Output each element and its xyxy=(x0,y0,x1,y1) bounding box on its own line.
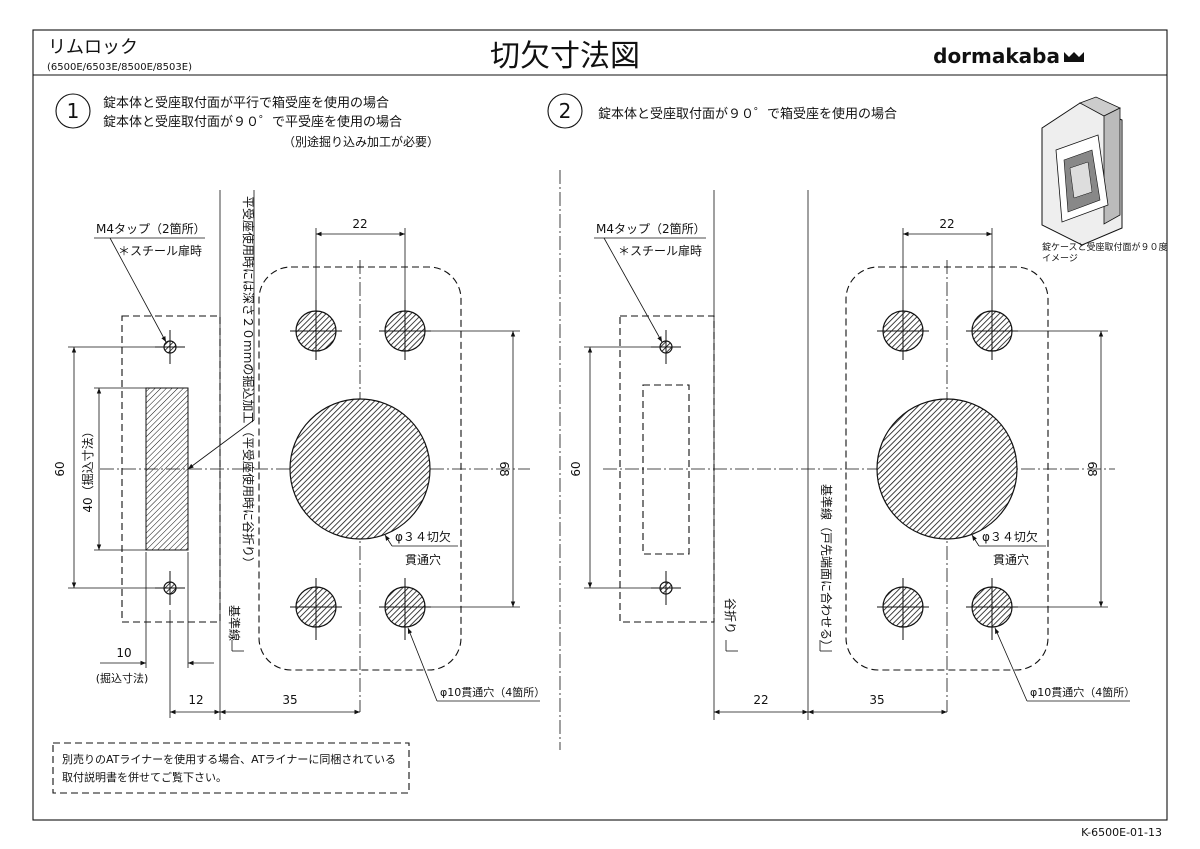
mounting-illustration xyxy=(1041,96,1123,246)
case2-number: 2 xyxy=(559,99,572,123)
case1-dim-left-total: 60 xyxy=(53,461,67,476)
footnote-line1: 別売りのATライナーを使用する場合、ATライナーに同梱されている xyxy=(62,752,396,766)
case2-strike-slot xyxy=(642,384,690,555)
sheet-border xyxy=(32,29,1168,821)
footnote-line2: 取付説明書を併せてご覧下さい。 xyxy=(62,770,227,784)
case2-dim-right-total: 68 xyxy=(1085,461,1099,476)
case1-dim-hole-spacing: 35 xyxy=(282,693,297,707)
doc-number: K-6500E-01-13 xyxy=(1081,826,1162,839)
case1-fold-note: （平受座使用時に谷折り） xyxy=(241,425,256,569)
illustration-caption: 錠ケースと受座取付面が９０度 イメージ xyxy=(1042,241,1170,264)
case2-tap-note: ＊スチール扉時 xyxy=(618,244,702,258)
case1-line2: 錠本体と受座取付面が９０゜で平受座を使用の場合 xyxy=(103,114,402,130)
svg-text:dormakaba: dormakaba xyxy=(933,44,1060,68)
case2-cut-label: φ３４切欠 xyxy=(982,529,1038,544)
case2-tap-label: M4タップ（2箇所） xyxy=(596,222,706,236)
case1-dim-right-total: 68 xyxy=(497,461,511,476)
case2-dim-top-width: 22 xyxy=(939,217,954,231)
case1-dim-offset: 12 xyxy=(188,693,203,707)
footnote-box xyxy=(52,742,410,794)
case2-dim-offset: 22 xyxy=(753,693,768,707)
case1-number-circle xyxy=(55,93,91,129)
model-numbers: (6500E/6503E/8500E/8503E) xyxy=(47,62,192,73)
case2-base-line-note: 基準線（戸先端面に合わせる） xyxy=(819,484,834,652)
case2-valley-fold: 谷折り xyxy=(723,598,738,634)
case2-line1: 錠本体と受座取付面が９０゜で箱受座を使用の場合 xyxy=(598,106,897,122)
case2-mount-holes xyxy=(877,300,1018,640)
case1-number: 1 xyxy=(67,99,80,123)
case2-number-circle xyxy=(547,93,583,129)
case1-vertical-note: 平受座使用時には深さ２０mmの掘込加工 xyxy=(241,196,256,423)
case1-through-label: 貫通穴 xyxy=(405,552,441,567)
case1-cylinder-cutout xyxy=(289,398,431,540)
case1-base-line: 基準線 xyxy=(227,605,242,641)
case1-dim-top-width: 22 xyxy=(352,217,367,231)
case1-dim-bottom-depth-note: (掘込寸法) xyxy=(96,671,149,685)
case1-dim-left-inner: 40（掘込寸法） xyxy=(80,425,95,512)
case1-dim-bottom-depth: 10 xyxy=(116,646,131,660)
case1-line1: 錠本体と受座取付面が平行で箱受座を使用の場合 xyxy=(103,95,389,111)
case1-tap-label: M4タップ（2箇所） xyxy=(96,222,206,236)
case1-line3: （別途掘り込み加工が必要） xyxy=(283,134,439,149)
case1-cut-label: φ３４切欠 xyxy=(395,529,451,544)
case2-dim-left-total: 60 xyxy=(569,461,583,476)
brand-logo: dormakaba xyxy=(933,44,1084,68)
case1-tap-note: ＊スチール扉時 xyxy=(118,244,202,258)
product-name: リムロック xyxy=(48,37,138,58)
case2-dim-hole-spacing: 35 xyxy=(869,693,884,707)
case2-hole-label: φ10貫通穴（4箇所） xyxy=(1030,685,1135,699)
case2-through-label: 貫通穴 xyxy=(993,552,1029,567)
case2-cylinder-cutout xyxy=(876,398,1018,540)
case1-mount-holes xyxy=(290,300,431,640)
page-title: 切欠寸法図 xyxy=(490,39,640,74)
case1-hole-label: φ10貫通穴（4箇所） xyxy=(440,685,545,699)
